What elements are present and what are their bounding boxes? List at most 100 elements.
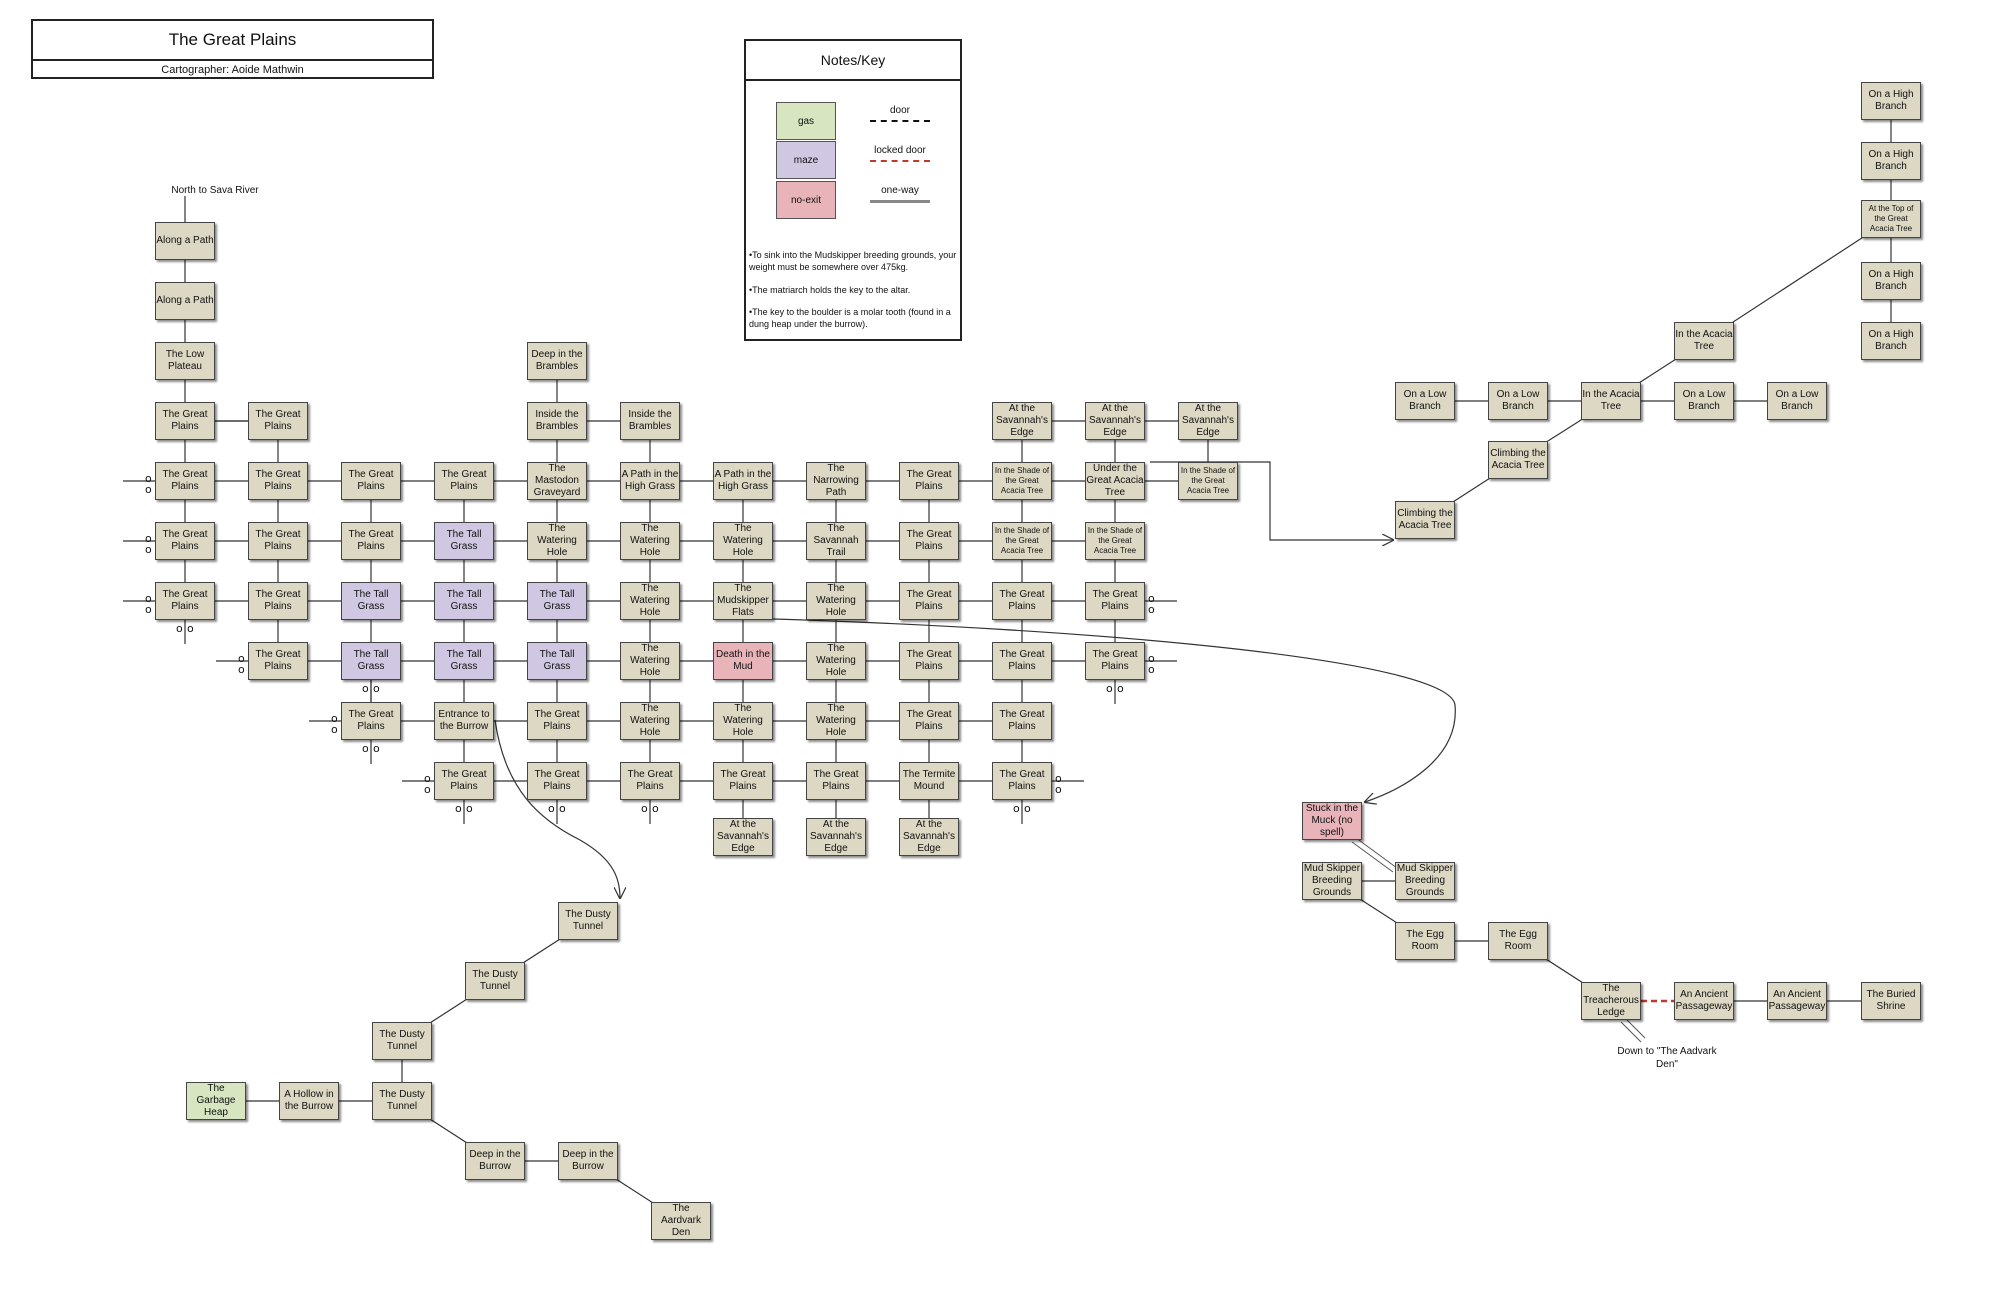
exit-marker: o: [1148, 603, 1155, 616]
gas-swatch: gas: [776, 102, 836, 140]
room-r5-5: The Watering Hole: [620, 702, 680, 740]
exit-marker: o: [1055, 772, 1062, 785]
room-r3-3: The Tall Grass: [434, 582, 494, 620]
maze-swatch: maze: [776, 141, 836, 179]
room-breed1: Mud Skipper Breeding Grounds: [1302, 862, 1362, 900]
room-r3-10: The Great Plains: [1085, 582, 1145, 620]
locked-door-legend: locked door: [870, 145, 930, 162]
room-passage2: An Ancient Passageway: [1767, 982, 1827, 1020]
exit-marker: o: [424, 772, 431, 785]
door-line-sample: [870, 120, 930, 122]
room-r4-5: The Watering Hole: [620, 642, 680, 680]
cartographer-credit: Cartographer: Aoide Mathwin: [161, 64, 304, 76]
exit-marker: o: [145, 483, 152, 496]
exit-marker: o: [362, 742, 369, 755]
locked-door-line-sample: [870, 160, 930, 162]
exit-marker: o: [145, 603, 152, 616]
room-r3-4: The Tall Grass: [527, 582, 587, 620]
room-r3-7: The Watering Hole: [806, 582, 866, 620]
room-r4-6: Death in the Mud: [713, 642, 773, 680]
down-exit-line: [1624, 1017, 1646, 1039]
exit-marker: o: [238, 652, 245, 665]
exit-marker: o: [1013, 802, 1020, 815]
exit-marker: o: [455, 802, 462, 815]
map-title: The Great Plains: [33, 21, 432, 61]
room-edge-s2: At the Savannah's Edge: [806, 818, 866, 856]
room-r5-7: The Watering Hole: [806, 702, 866, 740]
exit-marker: o: [1148, 652, 1155, 665]
room-dusty1: The Dusty Tunnel: [558, 902, 618, 940]
room-r3-5: The Watering Hole: [620, 582, 680, 620]
room-r2-7: The Savannah Trail: [806, 522, 866, 560]
room-r6-7: The Great Plains: [806, 762, 866, 800]
room-acacia1: In the Acacia Tree: [1674, 322, 1734, 360]
room-r1-9: In the Shade of the Great Acacia Tree: [992, 462, 1052, 500]
room-r5-9: The Great Plains: [992, 702, 1052, 740]
down-exit-label: Down to "The Aadvark Den": [1617, 1046, 1717, 1070]
room-r1-10: Under the Great Acacia Tree: [1085, 462, 1145, 500]
room-edge-n1: At the Savannah's Edge: [992, 402, 1052, 440]
exit-marker: o: [373, 682, 380, 695]
locked-door-label: locked door: [874, 145, 926, 156]
exit-marker: o: [1148, 663, 1155, 676]
room-passage1: An Ancient Passageway: [1674, 982, 1734, 1020]
room-r2-6: The Watering Hole: [713, 522, 773, 560]
one-way-line: [1355, 837, 1398, 869]
room-r2-4: The Watering Hole: [527, 522, 587, 560]
room-edge-n3: At the Savannah's Edge: [1178, 402, 1238, 440]
room-r2-10: In the Shade of the Great Acacia Tree: [1085, 522, 1145, 560]
room-r2-9: In the Shade of the Great Acacia Tree: [992, 522, 1052, 560]
exit-marker: o: [373, 742, 380, 755]
room-r4-9: The Great Plains: [992, 642, 1052, 680]
exit-marker: o: [1148, 592, 1155, 605]
room-breed2: Mud Skipper Breeding Grounds: [1395, 862, 1455, 900]
room-edge-s3: At the Savannah's Edge: [899, 818, 959, 856]
room-r4-2: The Tall Grass: [341, 642, 401, 680]
key-note: •To sink into the Mudskipper breeding gr…: [749, 250, 957, 272]
exit-marker: o: [145, 472, 152, 485]
door-legend: door: [870, 105, 930, 122]
room-path2: Along a Path: [155, 282, 215, 320]
room-egg2: The Egg Room: [1488, 922, 1548, 960]
exit-marker: o: [362, 682, 369, 695]
room-climb2: Climbing the Acacia Tree: [1395, 501, 1455, 539]
room-dusty3: The Dusty Tunnel: [372, 1022, 432, 1060]
room-r4-3: The Tall Grass: [434, 642, 494, 680]
room-r3-9: The Great Plains: [992, 582, 1052, 620]
room-r5-6: The Watering Hole: [713, 702, 773, 740]
exit-marker: o: [1106, 682, 1113, 695]
room-r3-6: The Mudskipper Flats: [713, 582, 773, 620]
room-r3-8: The Great Plains: [899, 582, 959, 620]
room-r6-8: The Termite Mound: [899, 762, 959, 800]
room-acacia2: In the Acacia Tree: [1581, 382, 1641, 420]
room-deep2: Deep in the Burrow: [558, 1142, 618, 1180]
room-r1-4: The Mastodon Graveyard: [527, 462, 587, 500]
noexit-swatch: no-exit: [776, 181, 836, 219]
one-way-line-sample: [870, 200, 930, 203]
room-ledge: The Treacherous Ledge: [1581, 982, 1641, 1020]
room-r6-6: The Great Plains: [713, 762, 773, 800]
connection-line: [1703, 218, 1892, 342]
mudskipper-sink-arrow: [739, 617, 1456, 802]
room-garbage: The Garbage Heap: [186, 1082, 246, 1120]
room-p0-1: The Great Plains: [248, 402, 308, 440]
burrow-entrance-arrow: [494, 719, 620, 898]
room-r5-3: Entrance to the Burrow: [434, 702, 494, 740]
one-way-label: one-way: [881, 185, 919, 196]
down-exit-line: [1620, 1021, 1642, 1043]
room-r6-9: The Great Plains: [992, 762, 1052, 800]
room-high4: On a High Branch: [1861, 322, 1921, 360]
room-low2: On a Low Branch: [1488, 382, 1548, 420]
exit-marker: o: [176, 622, 183, 635]
room-dusty4: The Dusty Tunnel: [372, 1082, 432, 1120]
room-edge-n2: At the Savannah's Edge: [1085, 402, 1145, 440]
exit-marker: o: [1024, 802, 1031, 815]
room-r3-2: The Tall Grass: [341, 582, 401, 620]
key-note: •The key to the boulder is a molar tooth…: [749, 307, 951, 329]
room-r5-4: The Great Plains: [527, 702, 587, 740]
exit-marker: o: [652, 802, 659, 815]
exit-marker: o: [331, 712, 338, 725]
notes-key-panel: Notes/Key gas maze no-exit door locked d…: [744, 39, 962, 341]
room-r1-7: The Narrowing Path: [806, 462, 866, 500]
exit-marker: o: [1055, 783, 1062, 796]
